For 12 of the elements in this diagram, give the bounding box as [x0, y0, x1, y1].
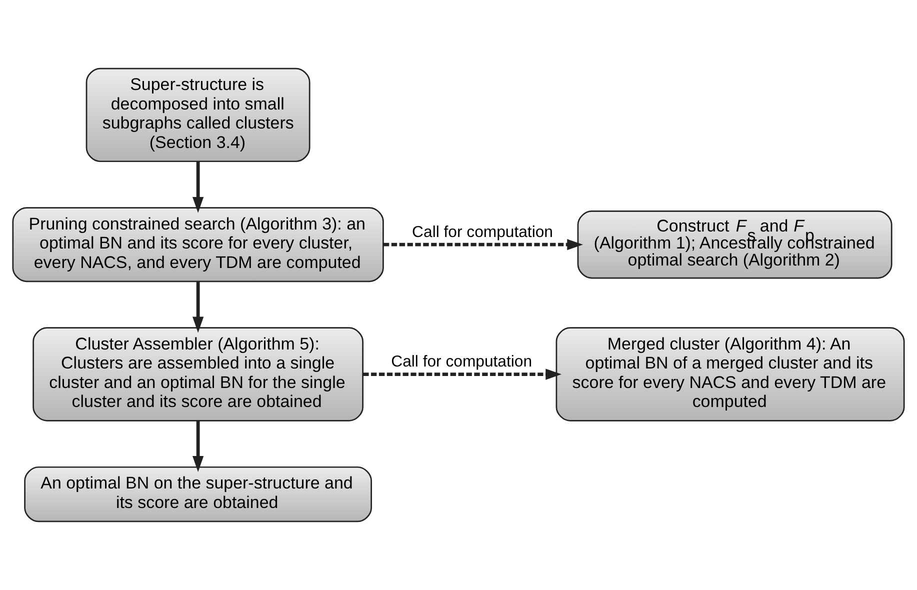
node-box: An optimal BN on the super-structure and its score are obtained — [24, 466, 372, 522]
arrow — [384, 239, 584, 250]
arrow — [363, 368, 562, 380]
node-box: Merged cluster (Algorithm 4): An optimal BN of a merged cluster and its score for every NACS and every TDM are computed — [556, 327, 905, 422]
node-box: Pruning constrained search (Algorithm 3): an optimal BN and its score for every cluster, every NACS, and every TDM are computed — [12, 207, 384, 282]
node-box: Super-structure is decomposed into small subgraphs called clusters (Section 3.4) — [86, 68, 310, 162]
arrow — [192, 162, 204, 213]
edge-label: Call for computation — [391, 354, 532, 371]
arrow — [192, 420, 204, 472]
node-box: Cluster Assembler (Algorithm 5): Clusters are assembled into a single cluster and an optimal BN for the single cluster and its score are obtained — [32, 327, 364, 422]
edge-label: Call for computation — [412, 224, 553, 241]
arrow — [192, 282, 204, 333]
